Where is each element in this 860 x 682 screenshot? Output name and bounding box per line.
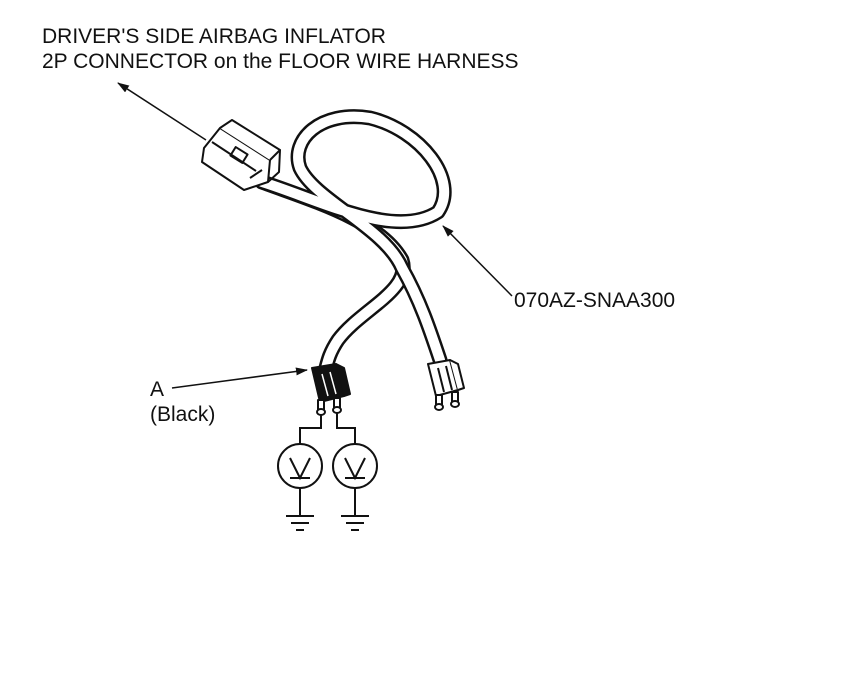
jumper-harness	[254, 109, 452, 376]
ground-icon	[286, 488, 314, 531]
connector-leader-arrow	[117, 82, 207, 141]
voltmeter-icon	[332, 443, 378, 489]
ground-icon	[341, 488, 369, 531]
airbag-2p-connector	[201, 119, 281, 191]
connector-callout: DRIVER'S SIDE AIRBAG INFLATOR 2P CONNECT…	[42, 24, 519, 74]
harness-leader-arrow	[442, 225, 513, 297]
voltmeter-icon	[277, 443, 323, 489]
plug-a-callout: A (Black)	[150, 377, 215, 427]
plug-a-black	[311, 363, 351, 416]
plug-a-letter: A	[150, 378, 165, 401]
harness-part-number: 070AZ-SNAA300	[514, 289, 676, 312]
plug-a-color-note: (Black)	[150, 403, 216, 426]
plug-white	[427, 359, 465, 411]
meter-leads	[299, 413, 356, 444]
plug-a-leader-arrow	[171, 367, 308, 389]
connector-callout-line1: DRIVER'S SIDE AIRBAG INFLATOR	[42, 25, 386, 48]
connector-callout-line2: 2P CONNECTOR on the FLOOR WIRE HARNESS	[42, 50, 519, 73]
leader-arrows	[117, 82, 513, 389]
